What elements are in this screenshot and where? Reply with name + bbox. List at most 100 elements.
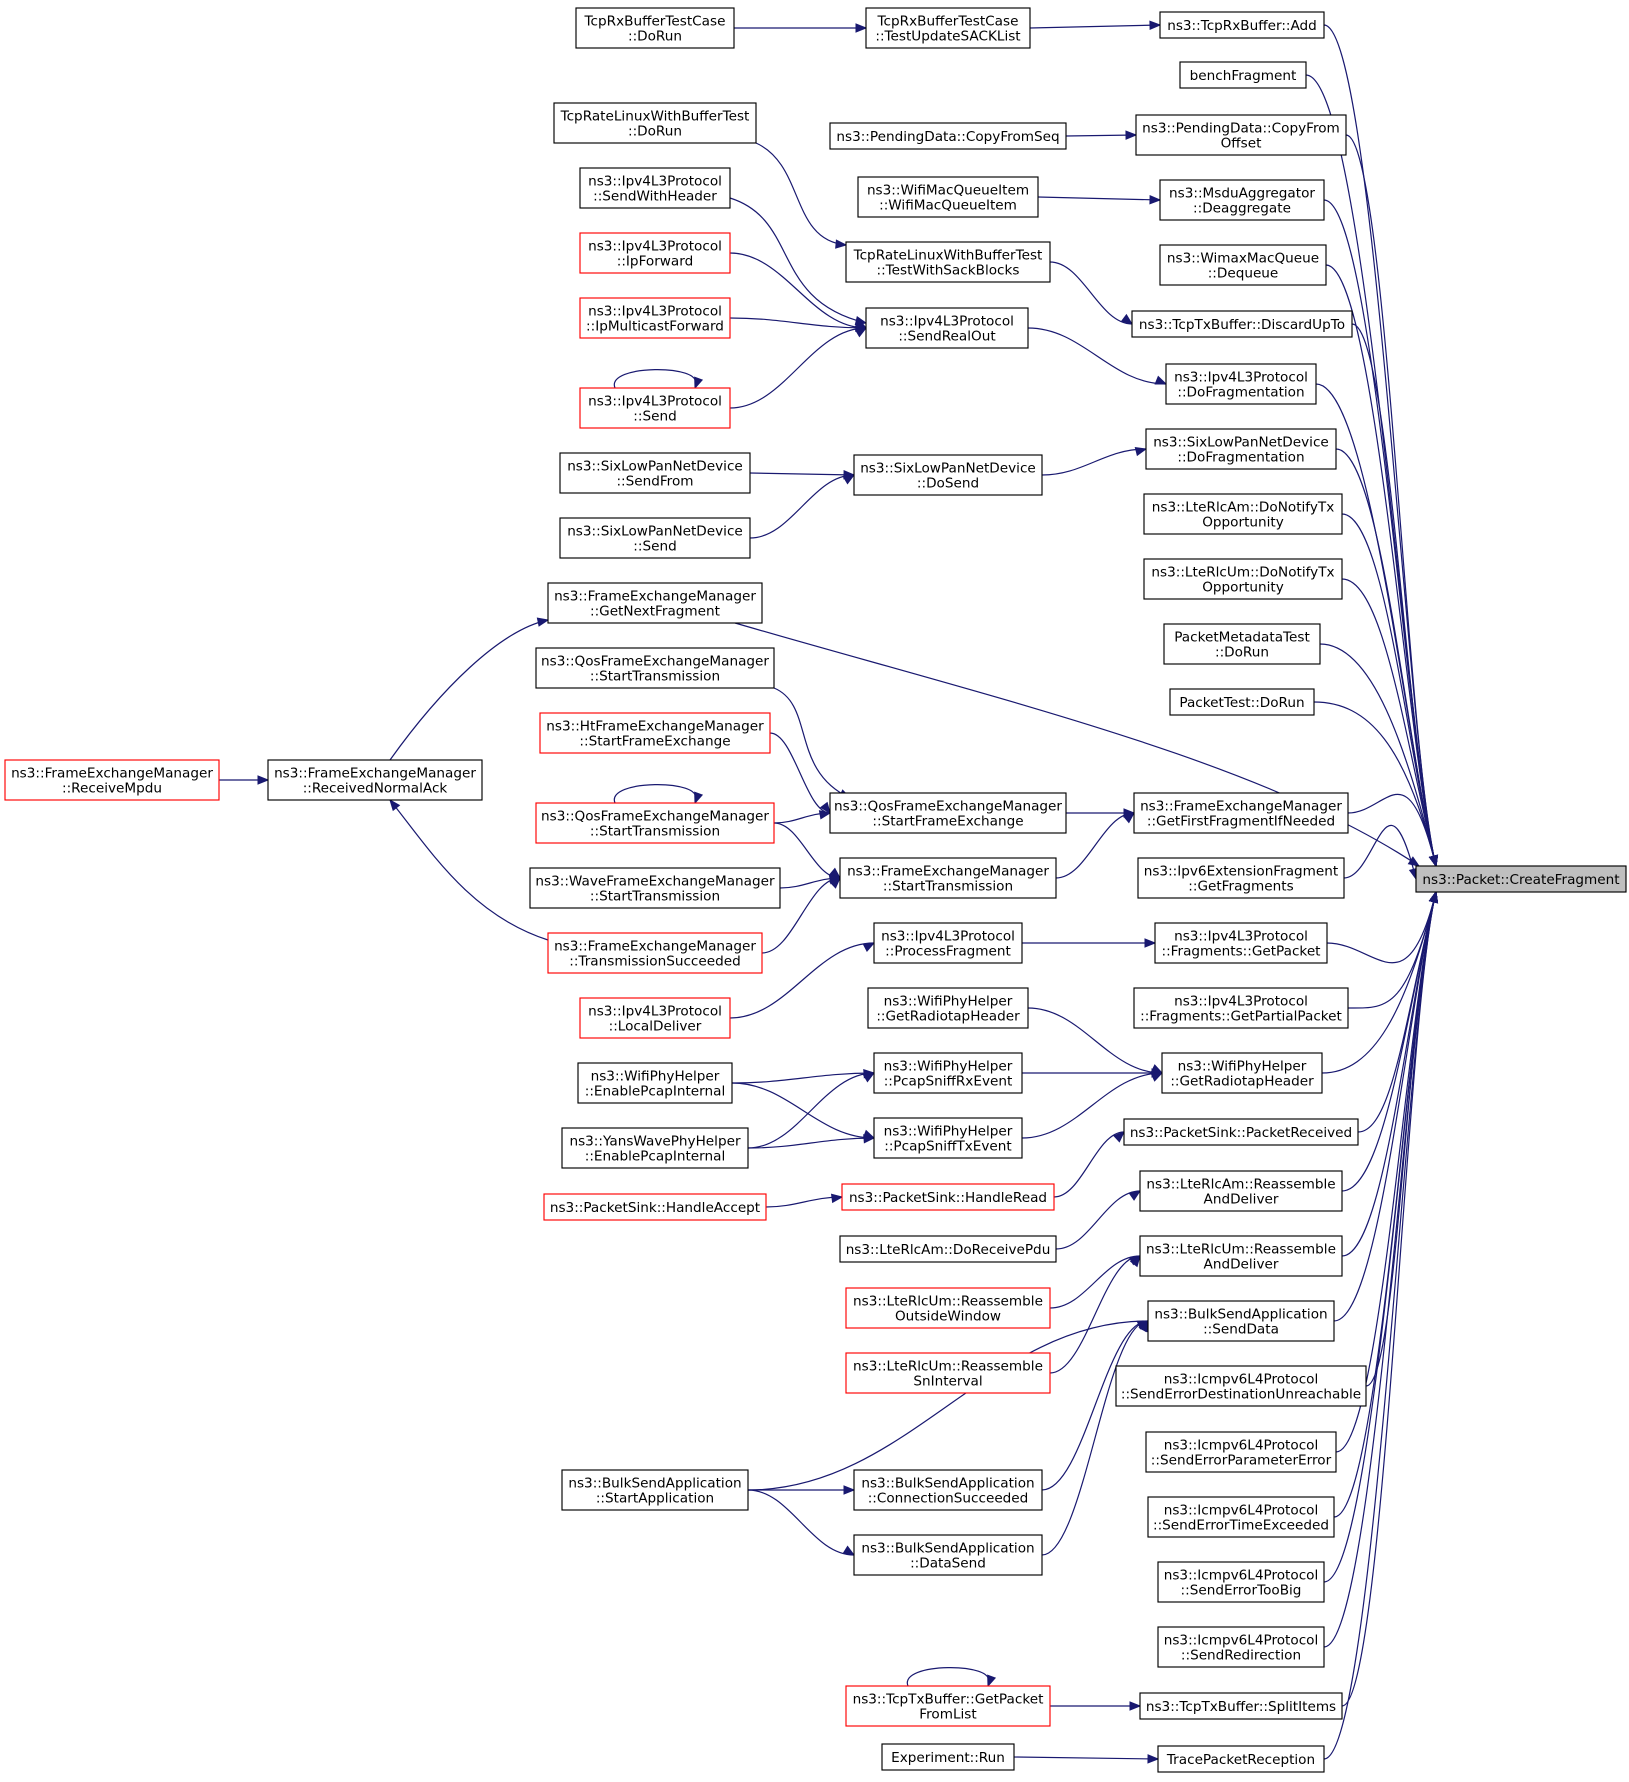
node-sixfrag[interactable]: ns3::SixLowPanNetDevice::DoFragmentation bbox=[1145, 428, 1337, 470]
node-label-bsds-0: ns3::BulkSendApplication bbox=[861, 1541, 1034, 1557]
node-sixsend[interactable]: ns3::SixLowPanNetDevice::Send bbox=[559, 517, 751, 559]
node-pshr[interactable]: ns3::PacketSink::HandleRead bbox=[841, 1183, 1055, 1211]
node-psrx[interactable]: ns3::WifiPhyHelper::PcapSniffRxEvent bbox=[873, 1052, 1023, 1094]
node-label-sixds-1: ::DoSend bbox=[917, 476, 979, 492]
node-box-pdcfo bbox=[1135, 114, 1347, 156]
node-ipmfwd[interactable]: ns3::Ipv4L3Protocol::IpMulticastForward bbox=[579, 297, 731, 339]
node-label-gnf-1: ::GetNextFragment bbox=[590, 604, 720, 620]
node-ictb[interactable]: ns3::Icmpv6L4Protocol::SendErrorTooBig bbox=[1157, 1561, 1325, 1603]
node-wpep[interactable]: ns3::WifiPhyHelper::EnablePcapInternal bbox=[577, 1062, 733, 1104]
node-fraggpp[interactable]: ns3::Ipv4L3Protocol::Fragments::GetParti… bbox=[1133, 987, 1349, 1029]
edge-rmpdu-to-rna bbox=[219, 775, 270, 785]
node-label-rxdorun-1: ::DoRun bbox=[628, 29, 682, 45]
arrowhead-tpr-to-cf bbox=[1428, 890, 1439, 904]
node-cf[interactable]: ns3::Packet::CreateFragment bbox=[1415, 865, 1627, 893]
node-icpe[interactable]: ns3::Icmpv6L4Protocol::SendErrorParamete… bbox=[1145, 1431, 1337, 1473]
node-rxdorun[interactable]: TcpRxBufferTestCase::DoRun bbox=[575, 7, 735, 49]
node-ptest[interactable]: PacketTest::DoRun bbox=[1169, 688, 1315, 716]
node-ipv6ext[interactable]: ns3::Ipv6ExtensionFragment::GetFragments bbox=[1137, 857, 1345, 899]
node-label-bscs-0: ns3::BulkSendApplication bbox=[861, 1476, 1034, 1492]
node-bssd[interactable]: ns3::BulkSendApplication::SendData bbox=[1147, 1300, 1335, 1342]
node-rmpdu[interactable]: ns3::FrameExchangeManager::ReceiveMpdu bbox=[4, 759, 220, 801]
node-tswsb[interactable]: TcpRateLinuxWithBufferTest::TestWithSack… bbox=[845, 241, 1051, 283]
edge-bssa-to-bscs bbox=[748, 1485, 856, 1495]
node-ipsend[interactable]: ns3::Ipv4L3Protocol::Send bbox=[579, 387, 731, 429]
node-sixsf[interactable]: ns3::SixLowPanNetDevice::SendFrom bbox=[559, 452, 751, 494]
node-qfest2[interactable]: ns3::QosFrameExchangeManager::StartTrans… bbox=[535, 802, 775, 844]
node-wmq[interactable]: ns3::WimaxMacQueue::Dequeue bbox=[1159, 244, 1327, 286]
node-exprun[interactable]: Experiment::Run bbox=[881, 1743, 1015, 1771]
node-trlbt[interactable]: TcpRateLinuxWithBufferTest::DoRun bbox=[553, 102, 757, 144]
node-grh2[interactable]: ns3::WifiPhyHelper::GetRadiotapHeader bbox=[1161, 1052, 1323, 1094]
node-label-pmtest-1: ::DoRun bbox=[1215, 645, 1269, 661]
node-rxupd[interactable]: TcpRxBufferTestCase::TestUpdateSACKList bbox=[865, 7, 1031, 49]
node-swh[interactable]: ns3::Ipv4L3Protocol::SendWithHeader bbox=[579, 167, 731, 209]
node-gffn[interactable]: ns3::FrameExchangeManager::GetFirstFragm… bbox=[1133, 792, 1349, 834]
node-bench[interactable]: benchFragment bbox=[1179, 61, 1307, 89]
node-rxadd[interactable]: ns3::TcpRxBuffer::Add bbox=[1159, 11, 1325, 39]
arrowhead-ywep-to-pstx bbox=[863, 1134, 876, 1144]
node-gnf[interactable]: ns3::FrameExchangeManager::GetNextFragme… bbox=[547, 582, 763, 624]
node-icred[interactable]: ns3::Icmpv6L4Protocol::SendRedirection bbox=[1157, 1626, 1325, 1668]
node-pstx[interactable]: ns3::WifiPhyHelper::PcapSniffTxEvent bbox=[873, 1117, 1023, 1159]
node-pfrag[interactable]: ns3::Ipv4L3Protocol::ProcessFragment bbox=[873, 922, 1023, 964]
edge-amdrp-to-amrad bbox=[1055, 1190, 1142, 1250]
node-box-bssa bbox=[561, 1469, 749, 1511]
node-tpr[interactable]: TracePacketReception bbox=[1157, 1745, 1325, 1773]
node-grh1[interactable]: ns3::WifiPhyHelper::GetRadiotapHeader bbox=[867, 987, 1029, 1029]
node-box-bscs bbox=[853, 1469, 1043, 1511]
node-label-rxupd-0: TcpRxBufferTestCase bbox=[877, 14, 1019, 30]
node-txdut[interactable]: ns3::TcpTxBuffer::DiscardUpTo bbox=[1131, 310, 1353, 338]
node-psha[interactable]: ns3::PacketSink::HandleAccept bbox=[543, 1193, 767, 1221]
node-box-fraggpp bbox=[1133, 987, 1349, 1029]
node-label-grh2-1: ::GetRadiotapHeader bbox=[1170, 1074, 1314, 1090]
node-feest[interactable]: ns3::FrameExchangeManager::StartTransmis… bbox=[839, 857, 1057, 899]
node-bscs[interactable]: ns3::BulkSendApplication::ConnectionSucc… bbox=[853, 1469, 1043, 1511]
node-label-icdu-0: ns3::Icmpv6L4Protocol bbox=[1164, 1372, 1319, 1388]
node-wavest[interactable]: ns3::WaveFrameExchangeManager::StartTran… bbox=[529, 867, 781, 909]
node-ipv4frag[interactable]: ns3::Ipv4L3Protocol::DoFragmentation bbox=[1165, 363, 1317, 405]
node-bsds[interactable]: ns3::BulkSendApplication::DataSend bbox=[853, 1534, 1043, 1576]
node-htsfe[interactable]: ns3::HtFrameExchangeManager::StartFrameE… bbox=[539, 712, 771, 754]
node-sro[interactable]: ns3::Ipv4L3Protocol::SendRealOut bbox=[865, 307, 1029, 349]
node-label-msdu-1: ::Deaggregate bbox=[1193, 201, 1291, 217]
node-sixds[interactable]: ns3::SixLowPanNetDevice::DoSend bbox=[853, 454, 1043, 496]
node-qsfe[interactable]: ns3::QosFrameExchangeManager::StartFrame… bbox=[829, 792, 1067, 834]
node-psrecv[interactable]: ns3::PacketSink::PacketReceived bbox=[1123, 1118, 1359, 1146]
node-pmtest[interactable]: PacketMetadataTest::DoRun bbox=[1163, 623, 1321, 665]
node-ldel[interactable]: ns3::Ipv4L3Protocol::LocalDeliver bbox=[579, 997, 731, 1039]
arrowhead-pfrag-to-fraggp bbox=[1144, 938, 1157, 948]
node-label-psrx-1: ::PcapSniffRxEvent bbox=[884, 1074, 1013, 1090]
node-label-icte-1: ::SendErrorTimeExceeded bbox=[1153, 1518, 1329, 1534]
node-msdu[interactable]: ns3::MsduAggregator::Deaggregate bbox=[1159, 179, 1325, 221]
node-label-bssd-1: ::SendData bbox=[1203, 1322, 1279, 1338]
node-icte[interactable]: ns3::Icmpv6L4Protocol::SendErrorTimeExce… bbox=[1147, 1496, 1335, 1538]
node-rna[interactable]: ns3::FrameExchangeManager::ReceivedNorma… bbox=[267, 759, 483, 801]
edge-fraggp-to-cf bbox=[1326, 890, 1439, 964]
node-icdu[interactable]: ns3::Icmpv6L4Protocol::SendErrorDestinat… bbox=[1115, 1365, 1367, 1407]
node-label-rmpdu-1: ::ReceiveMpdu bbox=[62, 781, 162, 797]
node-label-pmtest-0: PacketMetadataTest bbox=[1174, 630, 1310, 646]
node-amdrp[interactable]: ns3::LteRlcAm::DoReceivePdu bbox=[839, 1235, 1057, 1263]
node-ipfwd[interactable]: ns3::Ipv4L3Protocol::IpForward bbox=[579, 232, 731, 274]
node-fraggp[interactable]: ns3::Ipv4L3Protocol::Fragments::GetPacke… bbox=[1154, 922, 1328, 964]
edge-exprun-to-tpr bbox=[1013, 1754, 1160, 1764]
node-pdcfs[interactable]: ns3::PendingData::CopyFromSeq bbox=[829, 122, 1067, 150]
node-bssa[interactable]: ns3::BulkSendApplication::StartApplicati… bbox=[561, 1469, 749, 1511]
node-wmqi[interactable]: ns3::WifiMacQueueItem::WifiMacQueueItem bbox=[857, 176, 1039, 218]
node-fets[interactable]: ns3::FrameExchangeManager::TransmissionS… bbox=[547, 932, 763, 974]
node-ywep[interactable]: ns3::YansWavePhyHelper::EnablePcapIntern… bbox=[561, 1127, 749, 1169]
node-label-psrx-0: ns3::WifiPhyHelper bbox=[884, 1059, 1013, 1075]
node-label-fraggpp-0: ns3::Ipv4L3Protocol bbox=[1174, 994, 1308, 1010]
node-split[interactable]: ns3::TcpTxBuffer::SplitItems bbox=[1139, 1692, 1343, 1720]
node-label-sixsend-0: ns3::SixLowPanNetDevice bbox=[567, 524, 743, 540]
node-qfest1[interactable]: ns3::QosFrameExchangeManager::StartTrans… bbox=[535, 647, 775, 689]
